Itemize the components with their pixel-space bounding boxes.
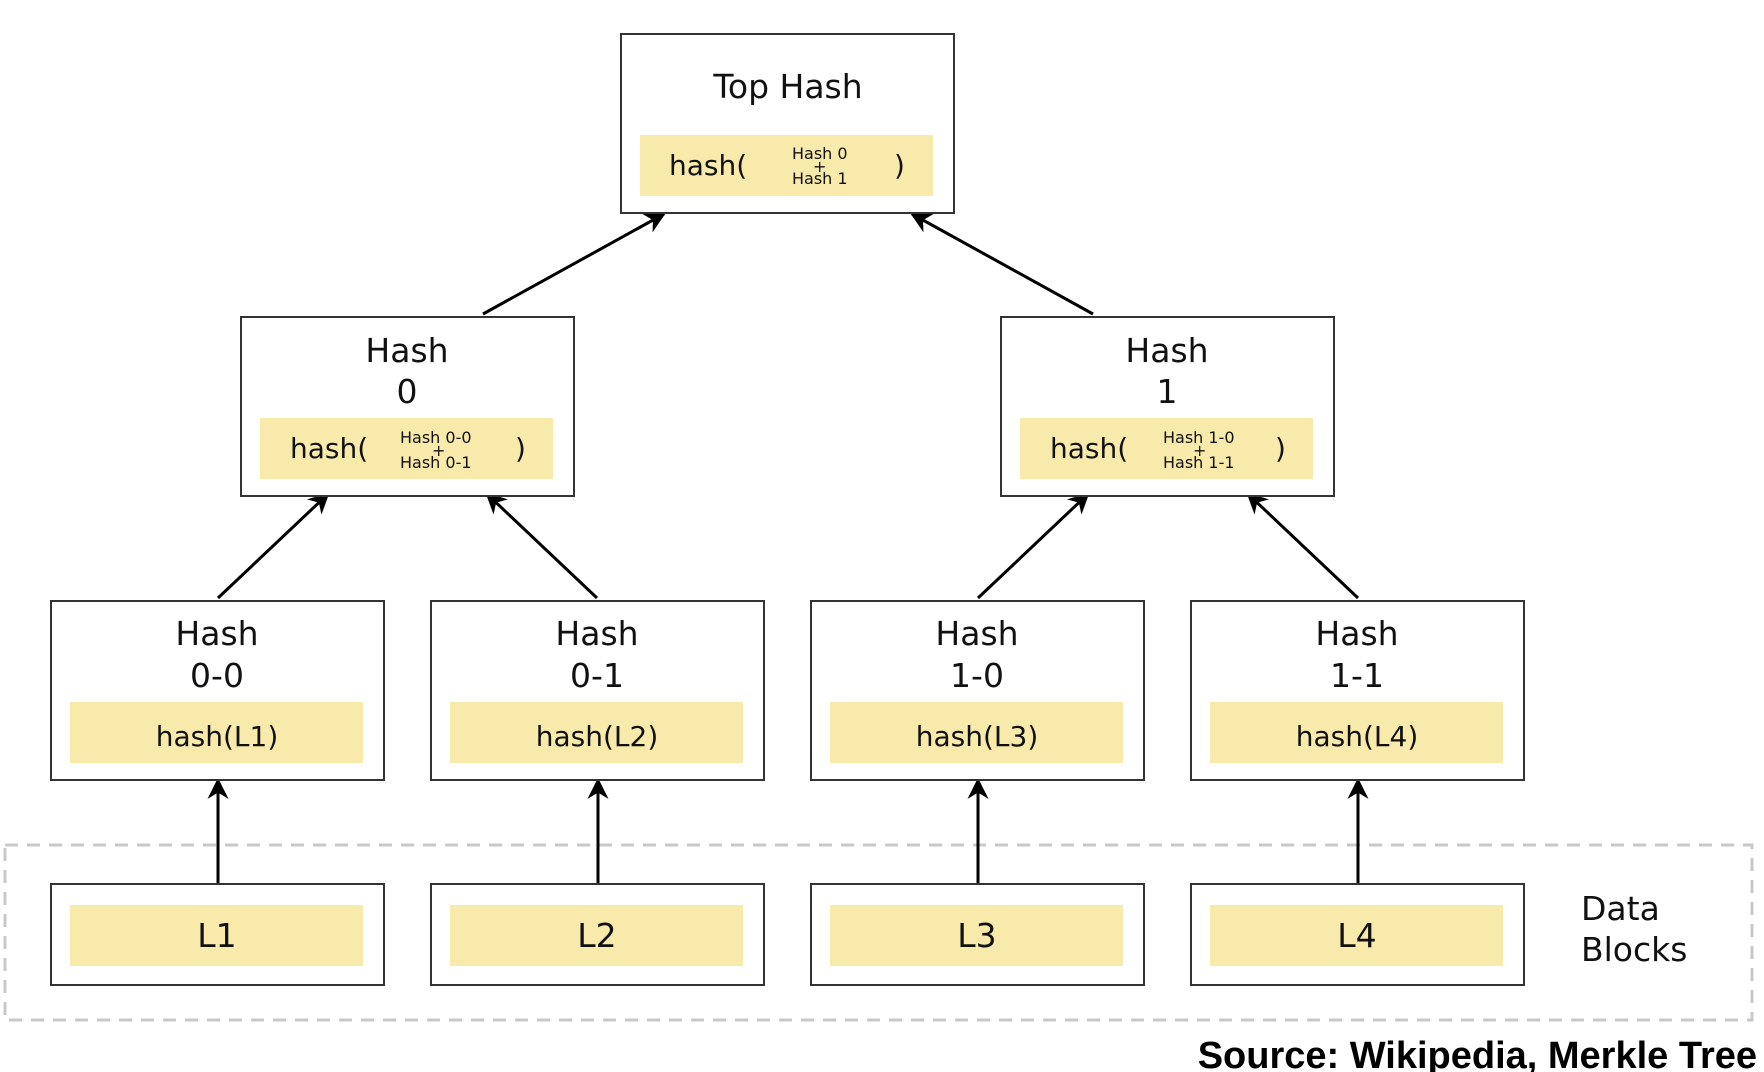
top-hash-formula-box: [640, 135, 933, 196]
hash-1-fn-open: hash(: [1050, 432, 1128, 465]
data-blocks-group: [3, 843, 1754, 1022]
data-blocks-label-line2: Blocks: [1581, 930, 1687, 969]
hash-1-title-line2: 1: [1157, 372, 1178, 411]
hash-0-1-title-line2: 0-1: [570, 656, 624, 695]
hash-0-0-formula: hash(L1): [156, 720, 279, 753]
hash-0-1-title-line1: Hash: [555, 614, 638, 653]
top-hash-node: Top Hash hash( Hash 0 + Hash 1 ): [620, 33, 955, 214]
data-blocks-label-line1: Data: [1581, 889, 1660, 928]
hash-0-formula-box: [260, 418, 553, 479]
data-block-l2: L2: [430, 883, 765, 986]
data-block-l3-fill: [830, 905, 1123, 966]
hash-1-1-title-line1: Hash: [1315, 614, 1398, 653]
data-block-l3-label: L3: [957, 916, 996, 955]
arrow-hash10-to-hash1: [976, 492, 1090, 600]
hash-0-node: Hash 0 hash( Hash 0-0 + Hash 0-1 ): [240, 316, 575, 497]
hash-0-0-formula-box: [70, 702, 363, 763]
arrow-hash1-to-top: [910, 212, 1094, 316]
data-block-l2-fill: [450, 905, 743, 966]
hash-0-title-line2: 0: [397, 372, 418, 411]
hash-1-0-formula: hash(L3): [916, 720, 1039, 753]
hash-1-0-formula-box: [830, 702, 1123, 763]
hash-1-fn-close: ): [1275, 432, 1286, 465]
data-block-l3: L3: [810, 883, 1145, 986]
top-hash-fn-open: hash(: [669, 149, 747, 182]
hash-1-plus: +: [1193, 441, 1206, 460]
source-caption: Source: Wikipedia, Merkle Tree: [1198, 1035, 1757, 1072]
top-hash-plus: +: [813, 157, 826, 176]
hash-0-0-title-line2: 0-0: [190, 656, 244, 695]
hash-1-arg2: Hash 1-1: [1163, 453, 1235, 472]
data-block-l4-fill: [1210, 905, 1503, 966]
hash-0-0-title-line1: Hash: [175, 614, 258, 653]
hash-1-0-node: Hash 1-0 hash(L3): [810, 600, 1145, 781]
arrow-hash00-to-hash0: [216, 492, 330, 600]
hash-0-1-node: Hash 0-1 hash(L2): [430, 600, 765, 781]
hash-1-node: Hash 1 hash( Hash 1-0 + Hash 1-1 ): [1000, 316, 1335, 497]
hash-0-fn-open: hash(: [290, 432, 368, 465]
top-hash-arg1: Hash 0: [792, 144, 848, 163]
arrow-hash01-to-hash0: [485, 492, 599, 600]
hash-0-fn-close: ): [515, 432, 526, 465]
arrow-hash0-to-top: [482, 212, 666, 316]
arrow-hash11-to-hash1: [1246, 492, 1360, 600]
hash-0-1-formula: hash(L2): [536, 720, 659, 753]
hash-0-1-formula-box: [450, 702, 743, 763]
hash-0-arg2: Hash 0-1: [400, 453, 472, 472]
arrows: [207, 212, 1369, 885]
hash-1-1-formula-box: [1210, 702, 1503, 763]
data-block-l1-fill: [70, 905, 363, 966]
top-hash-title: Top Hash: [712, 67, 862, 106]
data-block-l4-label: L4: [1337, 916, 1376, 955]
hash-1-0-title-line2: 1-0: [950, 656, 1004, 695]
data-block-l1-label: L1: [197, 916, 236, 955]
hash-1-0-title-line1: Hash: [935, 614, 1018, 653]
top-hash-fn-close: ): [894, 149, 905, 182]
hash-0-plus: +: [432, 441, 445, 460]
hash-1-formula-box: [1020, 418, 1313, 479]
top-hash-arg2: Hash 1: [792, 169, 848, 188]
hash-1-1-title-line2: 1-1: [1330, 656, 1384, 695]
hash-0-title-line1: Hash: [365, 331, 448, 370]
data-block-l2-label: L2: [577, 916, 616, 955]
hash-0-arg1: Hash 0-0: [400, 428, 472, 447]
hash-0-0-node: Hash 0-0 hash(L1): [50, 600, 385, 781]
hash-1-1-node: Hash 1-1 hash(L4): [1190, 600, 1525, 781]
hash-1-1-formula: hash(L4): [1296, 720, 1419, 753]
data-block-l1: L1: [50, 883, 385, 986]
data-block-l4: L4: [1190, 883, 1525, 986]
hash-1-arg1: Hash 1-0: [1163, 428, 1235, 447]
hash-1-title-line1: Hash: [1125, 331, 1208, 370]
